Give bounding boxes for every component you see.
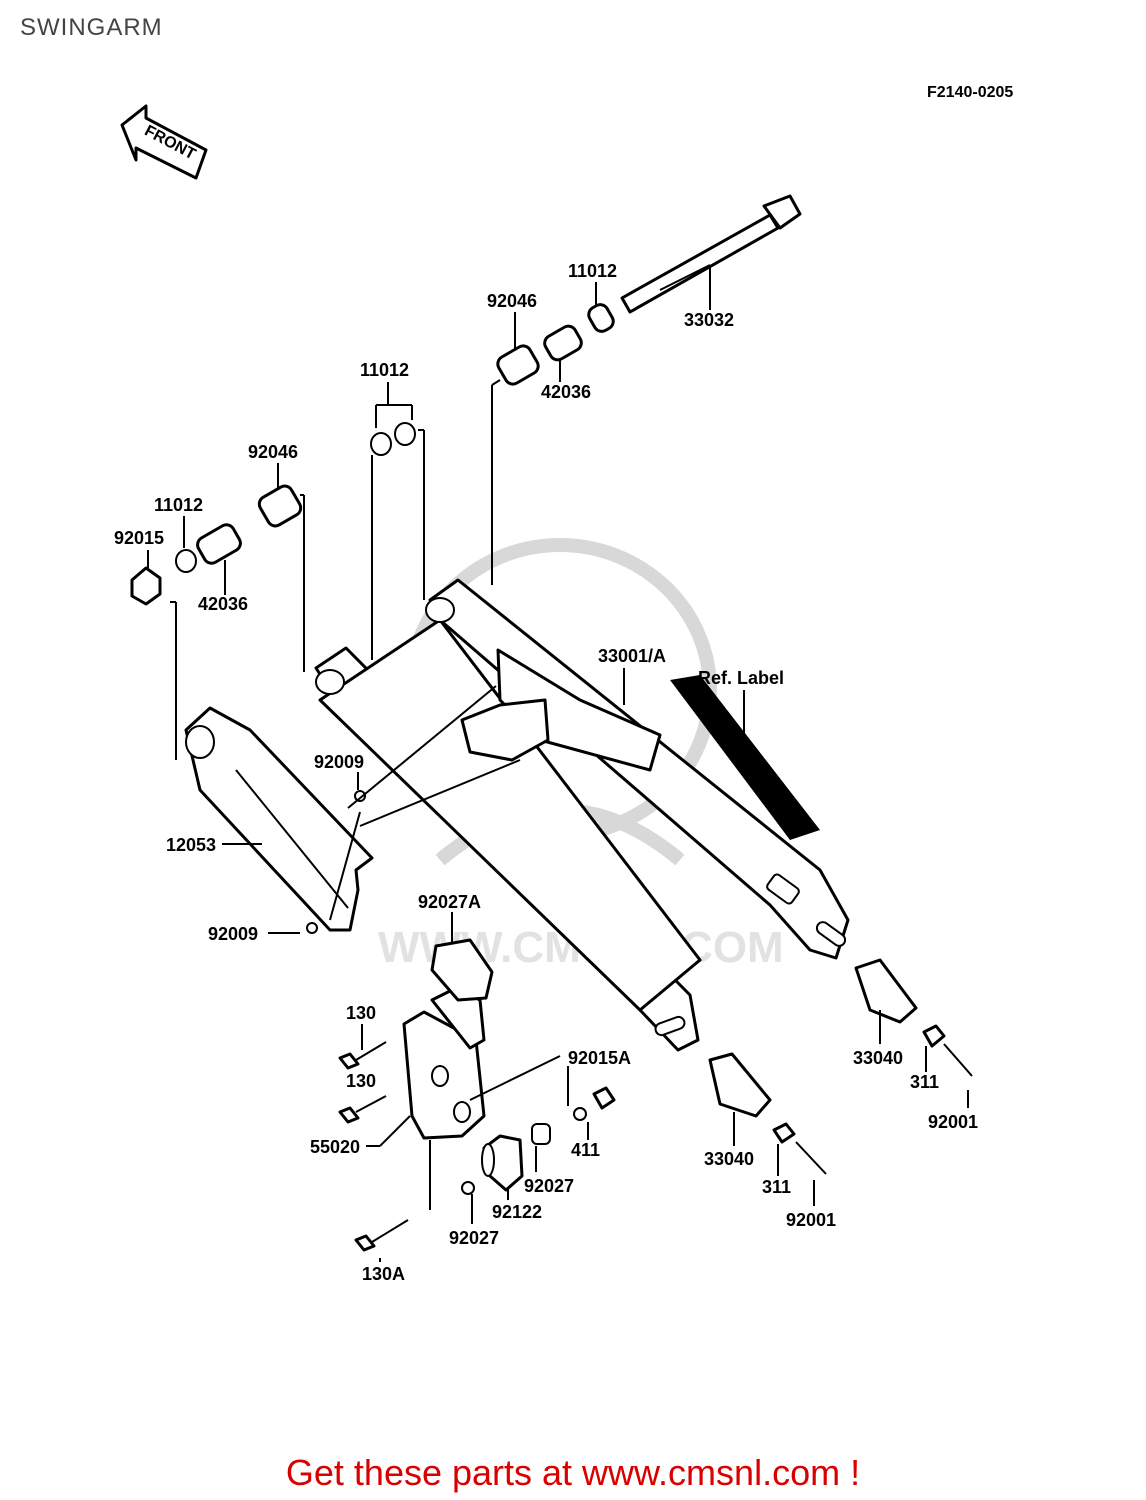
callout-92001-left: 92001 xyxy=(786,1210,836,1230)
callout-92015: 92015 xyxy=(114,528,164,548)
callout-11012-left: 11012 xyxy=(154,495,203,515)
page-title: SWINGARM xyxy=(20,14,163,41)
callout-33040-left: 33040 xyxy=(704,1149,754,1169)
leader-lines-upper xyxy=(147,264,711,760)
callout-42036-top: 42036 xyxy=(541,382,591,402)
callout-11012-mid: 11012 xyxy=(360,360,409,380)
upper-bushings xyxy=(130,303,615,606)
callout-92009-bottom: 92009 xyxy=(208,924,258,944)
callout-33040-right: 33040 xyxy=(853,1048,903,1068)
promo-link[interactable]: Get these parts at www.cmsnl.com ! xyxy=(285,1452,861,1493)
callout-55020: 55020 xyxy=(310,1137,360,1157)
callout-311-right: 311 xyxy=(910,1072,939,1092)
chain-adjuster-33040 xyxy=(708,958,973,1175)
callout-92001-right: 92001 xyxy=(928,1112,978,1132)
diagram-code: F2140-0205 xyxy=(927,84,1014,101)
chain-guard-12053 xyxy=(184,706,374,934)
callout-92027-bottom: 92027 xyxy=(449,1228,499,1248)
callout-labels: 11012 33032 92046 42036 11012 92046 1101… xyxy=(114,261,978,1284)
callout-92015a: 92015A xyxy=(568,1048,631,1068)
front-arrow-icon: FRONT xyxy=(120,104,208,180)
callout-130a: 130A xyxy=(362,1264,405,1284)
callout-33001a: 33001/A xyxy=(598,646,666,666)
callout-12053: 12053 xyxy=(166,835,216,855)
callout-130-b: 130 xyxy=(346,1071,376,1091)
ref-label: Ref. Label xyxy=(698,668,784,688)
pivot-shaft-33032 xyxy=(620,194,802,314)
swingarm-33001a xyxy=(314,578,850,1052)
leader-lines-lower xyxy=(222,668,969,1262)
callout-42036-left: 42036 xyxy=(198,594,248,614)
callout-92027a: 92027A xyxy=(418,892,481,912)
callout-92009-top: 92009 xyxy=(314,752,364,772)
tie-rod-55020 xyxy=(338,938,616,1252)
callout-311-left: 311 xyxy=(762,1177,791,1197)
callout-130-a: 130 xyxy=(346,1003,376,1023)
callout-92027-right: 92027 xyxy=(524,1176,574,1196)
callout-92046-top: 92046 xyxy=(487,291,537,311)
callout-11012-top: 11012 xyxy=(568,261,617,281)
callout-92122: 92122 xyxy=(492,1202,542,1222)
callout-92046-left: 92046 xyxy=(248,442,298,462)
callout-411: 411 xyxy=(571,1140,600,1160)
callout-33032: 33032 xyxy=(684,310,734,330)
